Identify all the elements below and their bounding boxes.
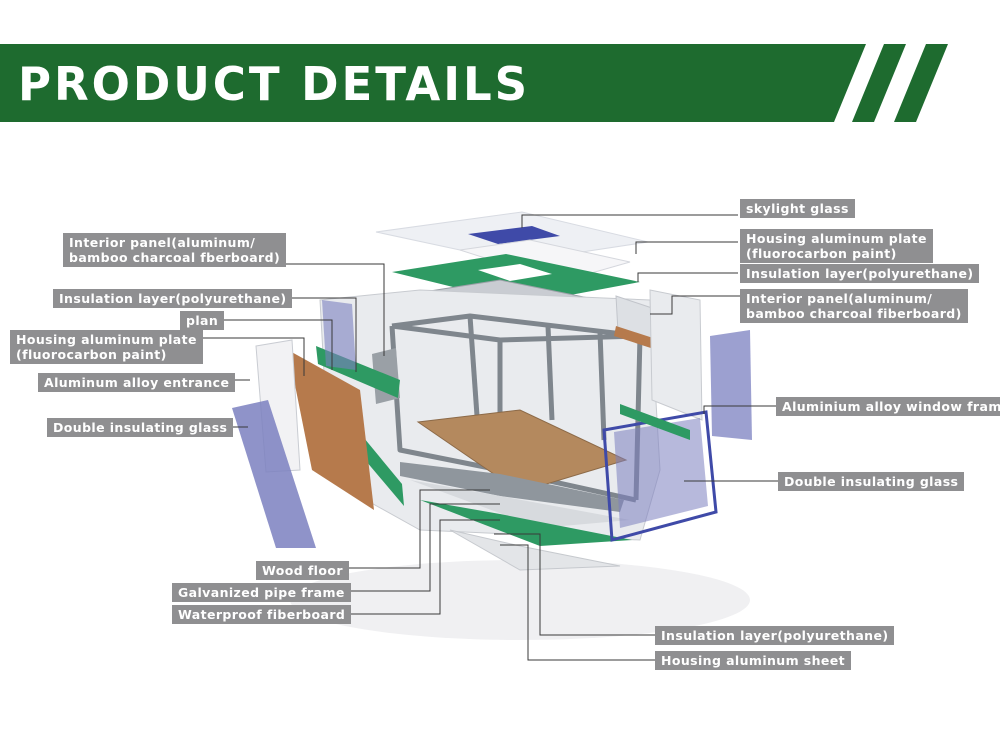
label-insulation-left: Insulation layer(polyurethane) xyxy=(53,289,293,308)
left-outer-window xyxy=(322,300,356,370)
label-interior-panel-left-line2: bamboo charcoal fberboard) xyxy=(69,250,281,265)
bottom-housing-sheet xyxy=(449,529,621,571)
label-insulation-bottom: Insulation layer(polyurethane) xyxy=(655,626,895,645)
label-insulation-top-right: Insulation layer(polyurethane) xyxy=(740,264,980,283)
label-interior-panel-right-line2: bamboo charcoal fiberboard) xyxy=(746,306,962,321)
label-waterproof: Waterproof fiberboard xyxy=(172,605,352,624)
banner-stripe-2 xyxy=(894,44,948,122)
label-interior-panel-right: Interior panel(aluminum/ bamboo charcoal… xyxy=(740,289,968,323)
label-housing-plate-top-line2: (fluorocarbon paint) xyxy=(746,246,897,261)
label-window-frame: Aluminium alloy window frame xyxy=(776,397,1000,416)
right-outer-glass xyxy=(710,330,752,440)
waterproof-layer xyxy=(410,480,630,528)
right-green-strip xyxy=(620,404,690,440)
right-housing-panel xyxy=(649,289,703,421)
ground-shadow xyxy=(290,560,750,640)
label-housing-plate-left-line2: (fluorocarbon paint) xyxy=(16,347,167,362)
label-entrance: Aluminum alloy entrance xyxy=(38,373,236,392)
right-window-frame xyxy=(602,410,718,542)
left-door-glass xyxy=(232,400,316,548)
label-plan: plan xyxy=(180,311,225,330)
label-double-glass-right: Double insulating glass xyxy=(778,472,965,491)
roof-insulation-cutout xyxy=(478,264,552,281)
label-housing-plate-left: Housing aluminum plate (fluorocarbon pai… xyxy=(10,330,203,364)
page-title: PRODUCT DETAILS xyxy=(18,57,531,111)
skylight-glass-pane xyxy=(468,226,560,244)
left-housing-plate xyxy=(288,350,374,510)
right-double-glass xyxy=(614,418,708,528)
label-double-glass-left: Double insulating glass xyxy=(47,418,234,437)
floor-frame-layer xyxy=(400,462,624,512)
banner-bar xyxy=(0,44,866,122)
label-housing-sheet: Housing aluminum sheet xyxy=(655,651,852,670)
label-pipe-frame: Galvanized pipe frame xyxy=(172,583,351,602)
label-housing-plate-top-line1: Housing aluminum plate xyxy=(746,231,927,246)
banner-stripe-1 xyxy=(852,44,906,122)
label-wood-floor: Wood floor xyxy=(256,561,349,580)
title-banner xyxy=(0,44,948,122)
label-skylight-glass: skylight glass xyxy=(740,199,855,218)
label-housing-plate-top: Housing aluminum plate (fluorocarbon pai… xyxy=(740,229,933,263)
label-interior-panel-right-line1: Interior panel(aluminum/ xyxy=(746,291,933,306)
bottom-insulation xyxy=(420,500,632,546)
label-interior-panel-left-line1: Interior panel(aluminum/ xyxy=(69,235,256,250)
label-housing-plate-left-line1: Housing aluminum plate xyxy=(16,332,197,347)
label-interior-panel-left: Interior panel(aluminum/ bamboo charcoal… xyxy=(63,233,287,267)
